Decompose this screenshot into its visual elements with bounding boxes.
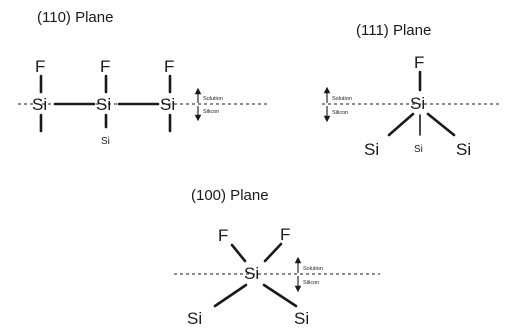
plane-111-si-right: Si: [456, 140, 471, 159]
plane-100-bond-si-right: [262, 283, 298, 308]
plane-100-bond-f-left: [230, 243, 247, 263]
plane-100-si-right: Si: [294, 309, 309, 328]
plane-100-group: (100) Plane F F Si Si Si Solution Silico…: [174, 187, 380, 328]
plane-100-title: (100) Plane: [191, 187, 269, 204]
plane-111-label-solution: Solution: [332, 96, 352, 102]
plane-100-bond-f-right: [263, 242, 283, 263]
plane-110-si-2: Si: [96, 95, 111, 114]
plane-111-si-center: Si: [410, 94, 425, 113]
plane-110-f-2: F: [100, 57, 110, 76]
plane-110-si-1: Si: [32, 95, 47, 114]
plane-100-f-right: F: [280, 225, 290, 244]
plane-110-title: (110) Plane: [37, 9, 113, 26]
plane-110-label-silicon: Silicon: [203, 109, 219, 115]
plane-111-title: (111) Plane: [356, 22, 431, 39]
plane-111-si-middle: Si: [414, 144, 423, 155]
plane-100-bond-si-left: [213, 283, 248, 308]
plane-110-si-3: Si: [160, 95, 175, 114]
plane-100-f-left: F: [218, 226, 228, 245]
plane-100-label-silicon: Silicon: [303, 280, 319, 286]
plane-111-label-silicon: Silicon: [332, 110, 348, 116]
plane-111-f: F: [414, 53, 424, 72]
plane-111-group: (111) Plane F Si Si Si Si Solution Silic…: [322, 22, 502, 159]
plane-100-label-solution: Solution: [303, 266, 323, 272]
plane-110-group: (110) Plane F F F Si Si Si Si Solution S…: [18, 9, 268, 147]
plane-111-si-left: Si: [364, 140, 379, 159]
plane-111-bond-right: [426, 112, 456, 137]
plane-100-si-center: Si: [244, 264, 259, 283]
plane-110-label-solution: Solution: [203, 96, 223, 102]
plane-100-si-left: Si: [187, 309, 202, 328]
plane-110-si-below: Si: [101, 136, 110, 147]
plane-110-f-3: F: [164, 57, 174, 76]
plane-111-bond-left: [387, 112, 415, 137]
plane-110-f-1: F: [35, 57, 45, 76]
